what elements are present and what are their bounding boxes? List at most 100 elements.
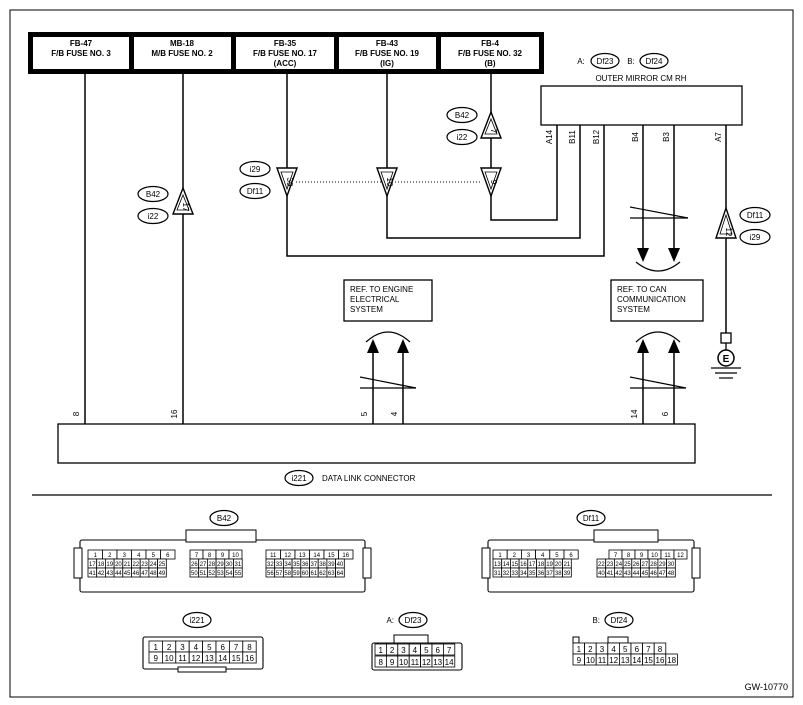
pin-number: 9 — [640, 553, 644, 559]
pin-cell — [673, 549, 688, 560]
pin-number: 13 — [299, 553, 306, 559]
pin-label: 8 — [72, 411, 81, 416]
pin-number: 48 — [150, 571, 157, 577]
pin-cell — [157, 567, 167, 578]
pin-number: 10 — [399, 658, 408, 667]
pin-cell — [233, 567, 243, 578]
pin-number: 13 — [494, 562, 501, 568]
pin-number: 2 — [167, 643, 172, 652]
pin-number: 39 — [564, 571, 571, 577]
connector-id: Df11 — [247, 187, 264, 196]
pin-number: 42 — [615, 571, 622, 577]
pin-number: 6 — [635, 645, 640, 654]
arrow-up-icon — [367, 339, 379, 353]
pin-number: 11 — [411, 658, 420, 667]
fuse-code: FB-43 — [376, 39, 399, 48]
pin-number: 3 — [401, 646, 406, 655]
pin-number: 6 — [435, 646, 440, 655]
connector-id: B42 — [146, 190, 161, 199]
pin-label: A14 — [545, 129, 554, 144]
pin-number: 32 — [267, 562, 274, 568]
pin-number: 9 — [577, 656, 582, 665]
pin-number: 10 — [385, 178, 394, 187]
pin-number: 16 — [520, 562, 527, 568]
pin-number: 38 — [319, 562, 326, 568]
pin-number: 33 — [511, 571, 518, 577]
pin-number: 14 — [218, 654, 227, 663]
connector-prefix: B: — [627, 57, 635, 66]
pin-cell — [335, 567, 345, 578]
pin-number: 61 — [311, 571, 318, 577]
ref-line: COMMUNICATION — [617, 295, 686, 304]
pin-number: 15 — [328, 553, 335, 559]
pin-number: 3 — [180, 643, 185, 652]
pin-number: 8 — [658, 645, 663, 654]
arrow-down-icon — [668, 248, 680, 262]
pin-number: 5 — [152, 553, 156, 559]
pin-number: 51 — [200, 571, 207, 577]
dlc-label: DATA LINK CONNECTOR — [322, 474, 416, 483]
pin-number: 13 — [433, 658, 442, 667]
pin-number: 40 — [337, 562, 344, 568]
pin-number: 5 — [207, 643, 212, 652]
pin-cell — [160, 549, 176, 560]
fuse-code: FB-35 — [274, 39, 297, 48]
pin-number: 1 — [378, 646, 383, 655]
fuse-circuit: (B) — [484, 59, 495, 68]
pin-number: 1 — [94, 553, 98, 559]
pin-number: 40 — [598, 571, 605, 577]
pin-number: 3 — [123, 553, 127, 559]
fuse-code: FB-4 — [481, 39, 499, 48]
pin-number: 10 — [165, 654, 174, 663]
figure-code: GW-10770 — [745, 682, 788, 692]
pin-number: 58 — [284, 571, 291, 577]
ref-can-communication: REF. TO CAN COMMUNICATION SYSTEM — [610, 279, 704, 322]
pin-number: 20 — [555, 562, 562, 568]
pin-number: 12 — [191, 654, 200, 663]
arrow-up-icon — [397, 339, 409, 353]
wire-fb43-b11 — [386, 125, 581, 239]
connector-oval — [576, 509, 606, 527]
pin-number: 18 — [538, 562, 545, 568]
pin-number: 7 — [489, 129, 498, 134]
pin-number: 10 — [651, 553, 658, 559]
connector-id: B42 — [217, 514, 232, 523]
pin-number: 37 — [311, 562, 318, 568]
connector-id: Df23 — [597, 57, 614, 66]
pin-number: 32 — [503, 571, 510, 577]
pin-number: 31 — [235, 562, 242, 568]
pin-number: 14 — [503, 562, 510, 568]
pin-number: 21 — [124, 562, 131, 568]
component-title: OUTER MIRROR CM RH — [595, 74, 686, 83]
twisted-pair-can — [629, 331, 687, 389]
ref-line: ELECTRICAL — [350, 295, 400, 304]
connector-id: Df24 — [646, 57, 663, 66]
wire-fb4-a14 — [490, 125, 558, 221]
pin-number: 6 — [166, 553, 170, 559]
pin-number: 46 — [650, 571, 657, 577]
pin-number: 1 — [577, 645, 582, 654]
pin-number: 44 — [633, 571, 640, 577]
pin-cell — [666, 567, 676, 578]
pin-number: 36 — [302, 562, 309, 568]
connector-prefix: A: — [577, 57, 585, 66]
pin-number: 9 — [489, 180, 498, 185]
pin-number: 2 — [513, 553, 517, 559]
pin-number: 25 — [624, 562, 631, 568]
pin-number: 49 — [159, 571, 166, 577]
pin-number: 7 — [646, 645, 651, 654]
pin-number: 29 — [217, 562, 224, 568]
pin-number: 24 — [615, 562, 622, 568]
pin-number: 21 — [564, 562, 571, 568]
pin-number: 15 — [644, 656, 653, 665]
pin-number: 12 — [609, 656, 618, 665]
twisted-pair-engine — [359, 331, 417, 389]
pin-number: 4 — [194, 643, 199, 652]
pin-number: 2 — [390, 646, 395, 655]
connector-id: i221 — [291, 474, 307, 483]
pin-number: 18 — [667, 656, 676, 665]
connector-id: B42 — [455, 111, 470, 120]
pin-number: 34 — [520, 571, 527, 577]
